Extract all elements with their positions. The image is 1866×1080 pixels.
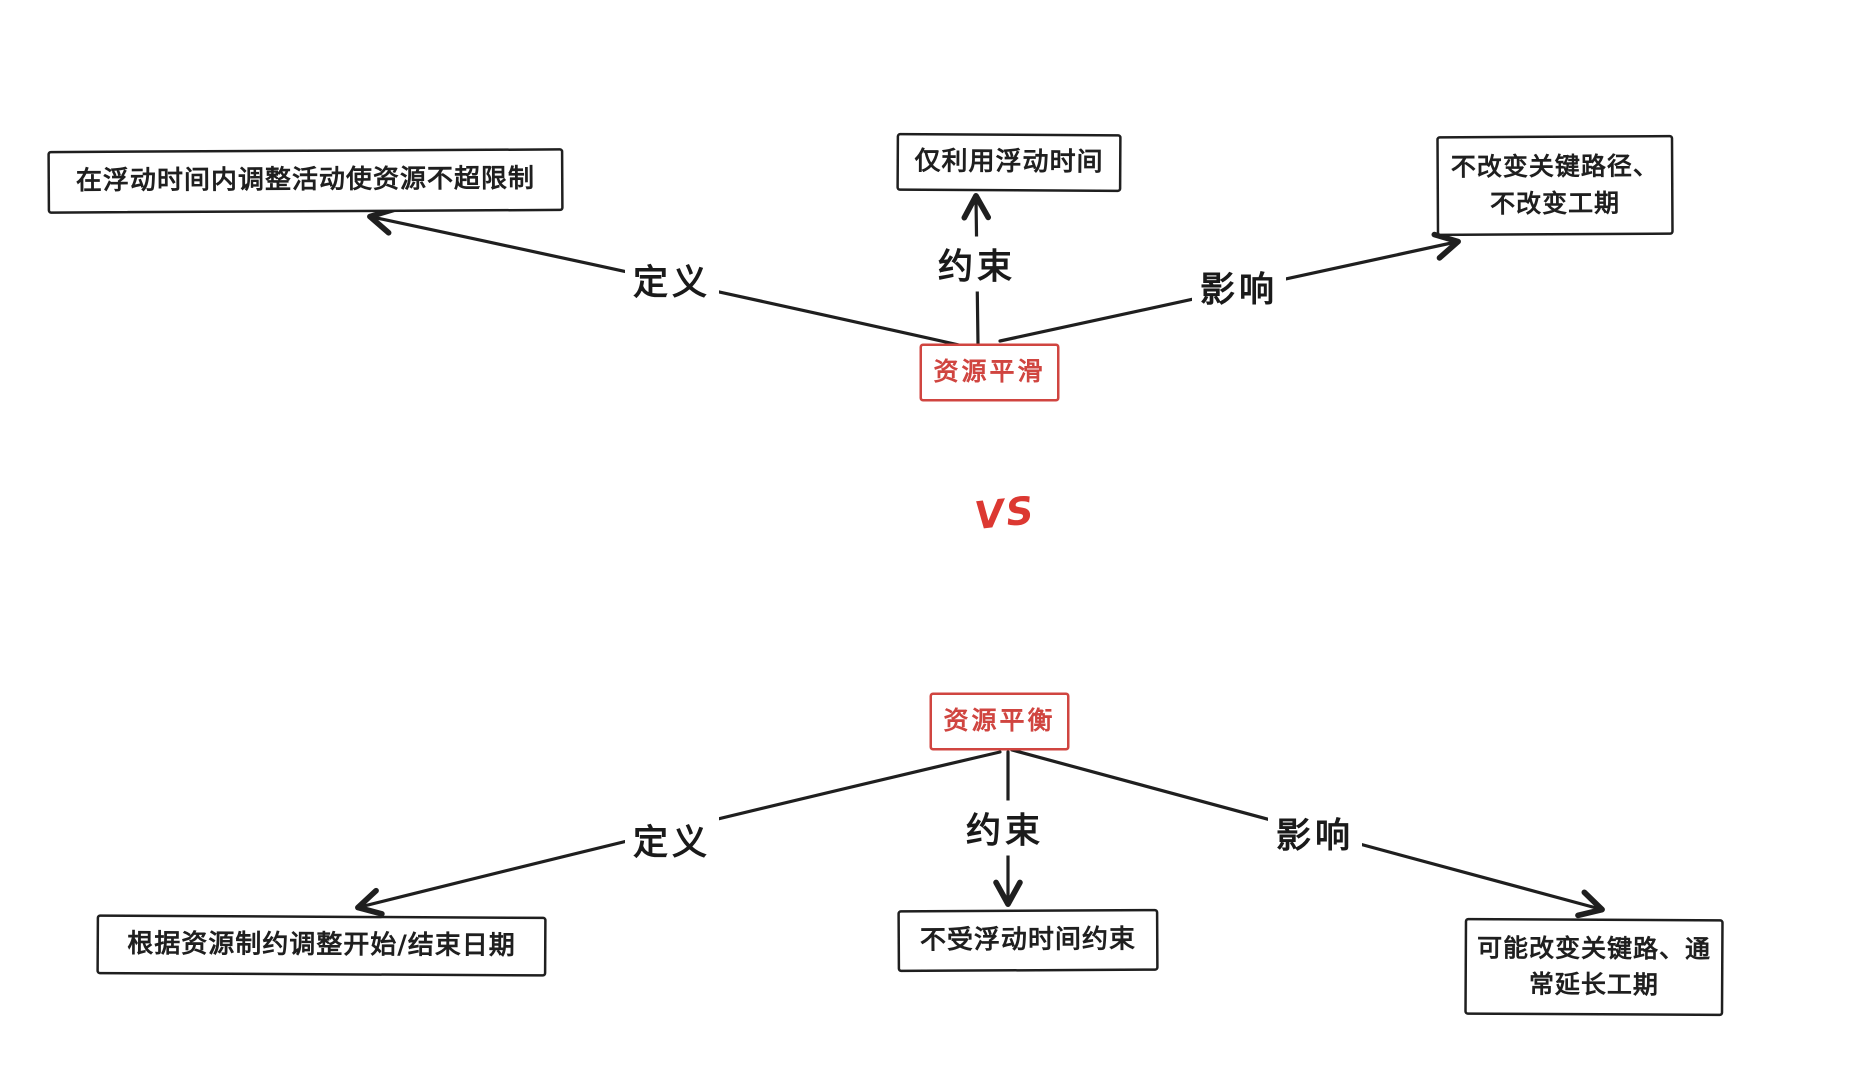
leveling-impact-relation-label: 影响 xyxy=(1267,805,1363,861)
smoothing-constraint-relation-label: 约束 xyxy=(929,236,1025,292)
smoothing-node: 资源平滑 xyxy=(920,344,1059,401)
smoothing-definition-text: 在浮动时间内调整活动使资源不超限制 xyxy=(75,163,536,197)
leveling-node-label: 资源平衡 xyxy=(943,706,1056,736)
leveling-constraint-relation-label: 约束 xyxy=(957,800,1053,856)
smoothing-definition-relation-label: 定义 xyxy=(624,252,720,308)
leveling-node: 资源平衡 xyxy=(930,693,1069,750)
smoothing-constraint-box: 仅利用浮动时间 xyxy=(896,133,1122,192)
leveling-constraint-box: 不受浮动时间约束 xyxy=(897,909,1159,972)
smoothing-impact-text: 不改变关键路径、不改变工期 xyxy=(1450,151,1659,218)
versus-label: VS xyxy=(972,487,1038,539)
leveling-constraint-text: 不受浮动时间约束 xyxy=(919,924,1137,956)
smoothing-definition-box: 在浮动时间内调整活动使资源不超限制 xyxy=(47,148,564,214)
smoothing-constraint-text: 仅利用浮动时间 xyxy=(914,146,1104,178)
smoothing-node-label: 资源平滑 xyxy=(933,357,1046,387)
leveling-definition-relation-label: 定义 xyxy=(624,812,720,868)
leveling-impact-box: 可能改变关键路、通常延长工期 xyxy=(1464,918,1724,1016)
leveling-definition-box: 根据资源制约调整开始/结束日期 xyxy=(96,914,547,977)
smoothing-impact-relation-label: 影响 xyxy=(1191,259,1287,315)
smoothing-impact-box: 不改变关键路径、不改变工期 xyxy=(1436,135,1674,236)
leveling-definition-text: 根据资源制约调整开始/结束日期 xyxy=(127,928,516,961)
leveling-impact-text: 可能改变关键路、通常延长工期 xyxy=(1477,933,1712,1000)
